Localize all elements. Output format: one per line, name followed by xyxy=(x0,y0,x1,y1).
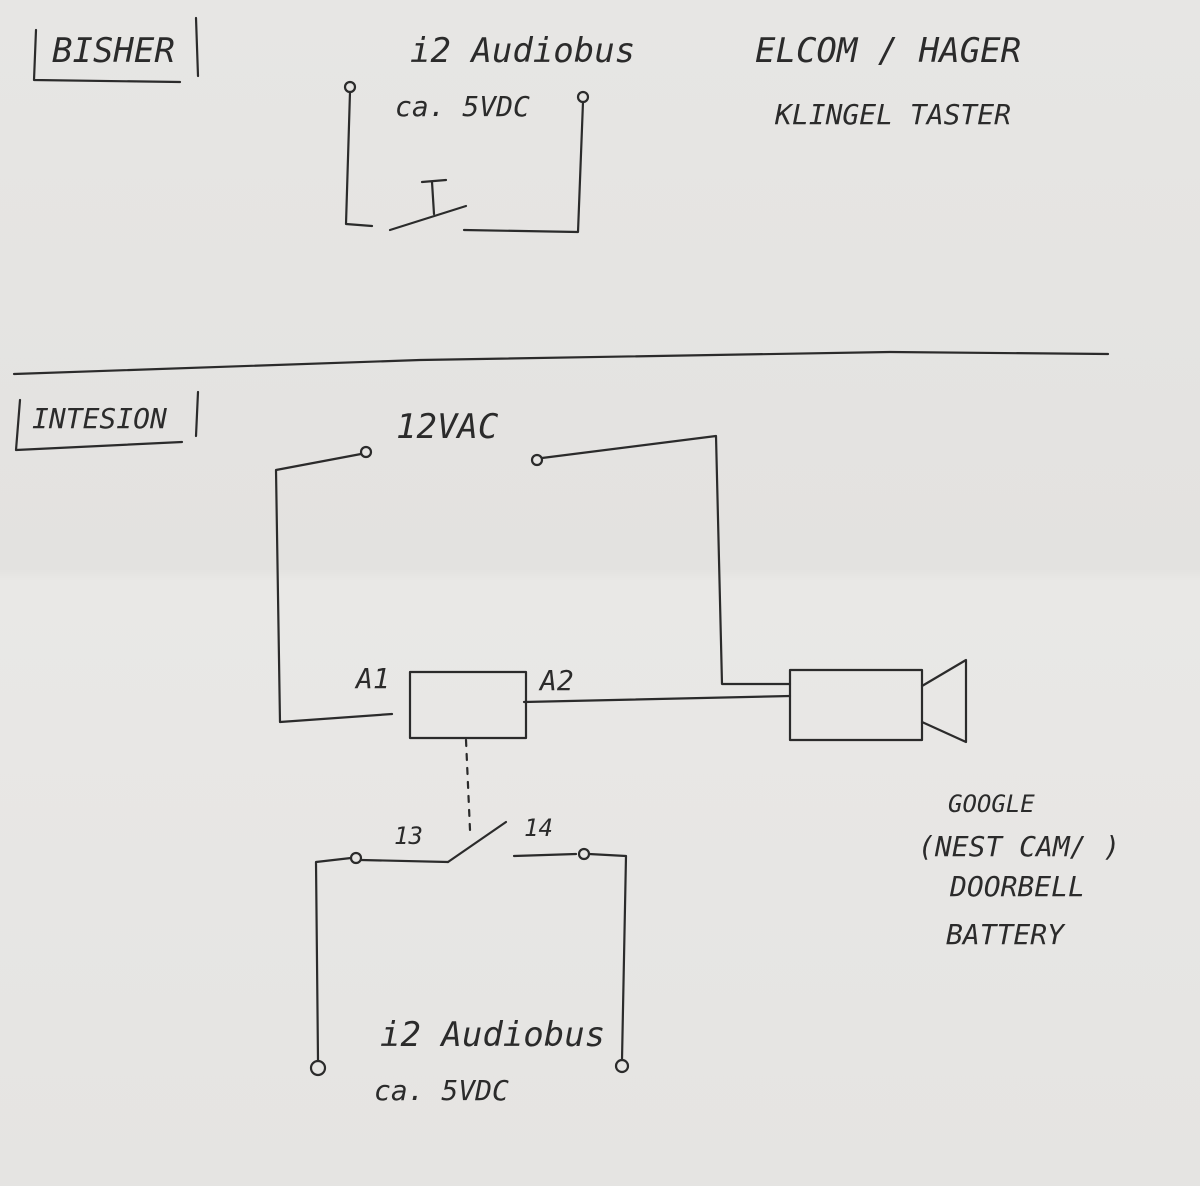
relay-switch-contact xyxy=(446,820,508,864)
camera-horn xyxy=(920,658,968,744)
top-device-type: KLINGEL TASTER xyxy=(774,98,1011,131)
bus-wire-right xyxy=(587,852,628,1062)
doorbell-camera-symbol xyxy=(788,658,968,744)
camera-label-line2: (NEST CAM/ ) xyxy=(918,830,1120,863)
camera-label-line4: BATTERY xyxy=(946,918,1066,951)
supply-terminal-left xyxy=(359,445,373,459)
intesion-label: INTESION xyxy=(32,402,167,435)
camera-body xyxy=(788,668,924,742)
top-device-name: ELCOM / HAGER xyxy=(755,31,1021,71)
contact-13-lead xyxy=(359,858,450,864)
top-bus-voltage: ca. 5VDC xyxy=(395,90,530,123)
push-button-contact xyxy=(388,204,468,232)
bus-wire-left xyxy=(314,856,353,1062)
relay: A1 A2 xyxy=(354,662,574,832)
supply-wire-camera xyxy=(540,434,792,686)
relay-coil xyxy=(408,670,528,740)
contact-13-label: 13 xyxy=(394,822,423,850)
supply-wire-a1 xyxy=(274,452,394,724)
top-bus-name: i2 Audiobus xyxy=(410,31,635,71)
bus-terminal-right xyxy=(614,1058,630,1074)
section-divider xyxy=(12,350,1110,376)
bottom-bus-name: i2 Audiobus xyxy=(380,1015,605,1055)
camera-label-line3: DOORBELL xyxy=(949,870,1085,903)
supply-circuit xyxy=(274,434,792,724)
supply-voltage-label: 12VAC xyxy=(396,407,499,447)
top-wire-right xyxy=(462,100,585,234)
relay-mechanical-link xyxy=(464,738,472,832)
contact-14-label: 14 xyxy=(524,814,553,842)
bus-terminal-left xyxy=(309,1059,327,1077)
relay-a1-label: A1 xyxy=(354,662,390,695)
push-button-actuator xyxy=(420,178,448,216)
supply-terminal-right xyxy=(530,453,544,467)
top-bell-button-circuit xyxy=(343,80,590,234)
bisher-label-box: BISHER xyxy=(32,16,200,84)
relay-a2-label: A2 xyxy=(538,664,574,697)
contact-14-lead xyxy=(512,852,578,858)
wire-a2-camera xyxy=(522,694,792,704)
top-terminal-right xyxy=(576,90,590,104)
bisher-label: BISHER xyxy=(52,31,175,71)
bottom-bus-voltage: ca. 5VDC xyxy=(374,1074,509,1107)
top-terminal-left xyxy=(343,80,357,94)
contact-13-terminal xyxy=(349,851,363,865)
top-wire-left xyxy=(344,90,374,228)
relay-contact-circuit: 13 14 xyxy=(309,814,630,1077)
intesion-label-box: INTESION xyxy=(14,390,200,452)
camera-label-line1: GOOGLE xyxy=(948,790,1035,818)
contact-14-terminal xyxy=(577,847,591,861)
